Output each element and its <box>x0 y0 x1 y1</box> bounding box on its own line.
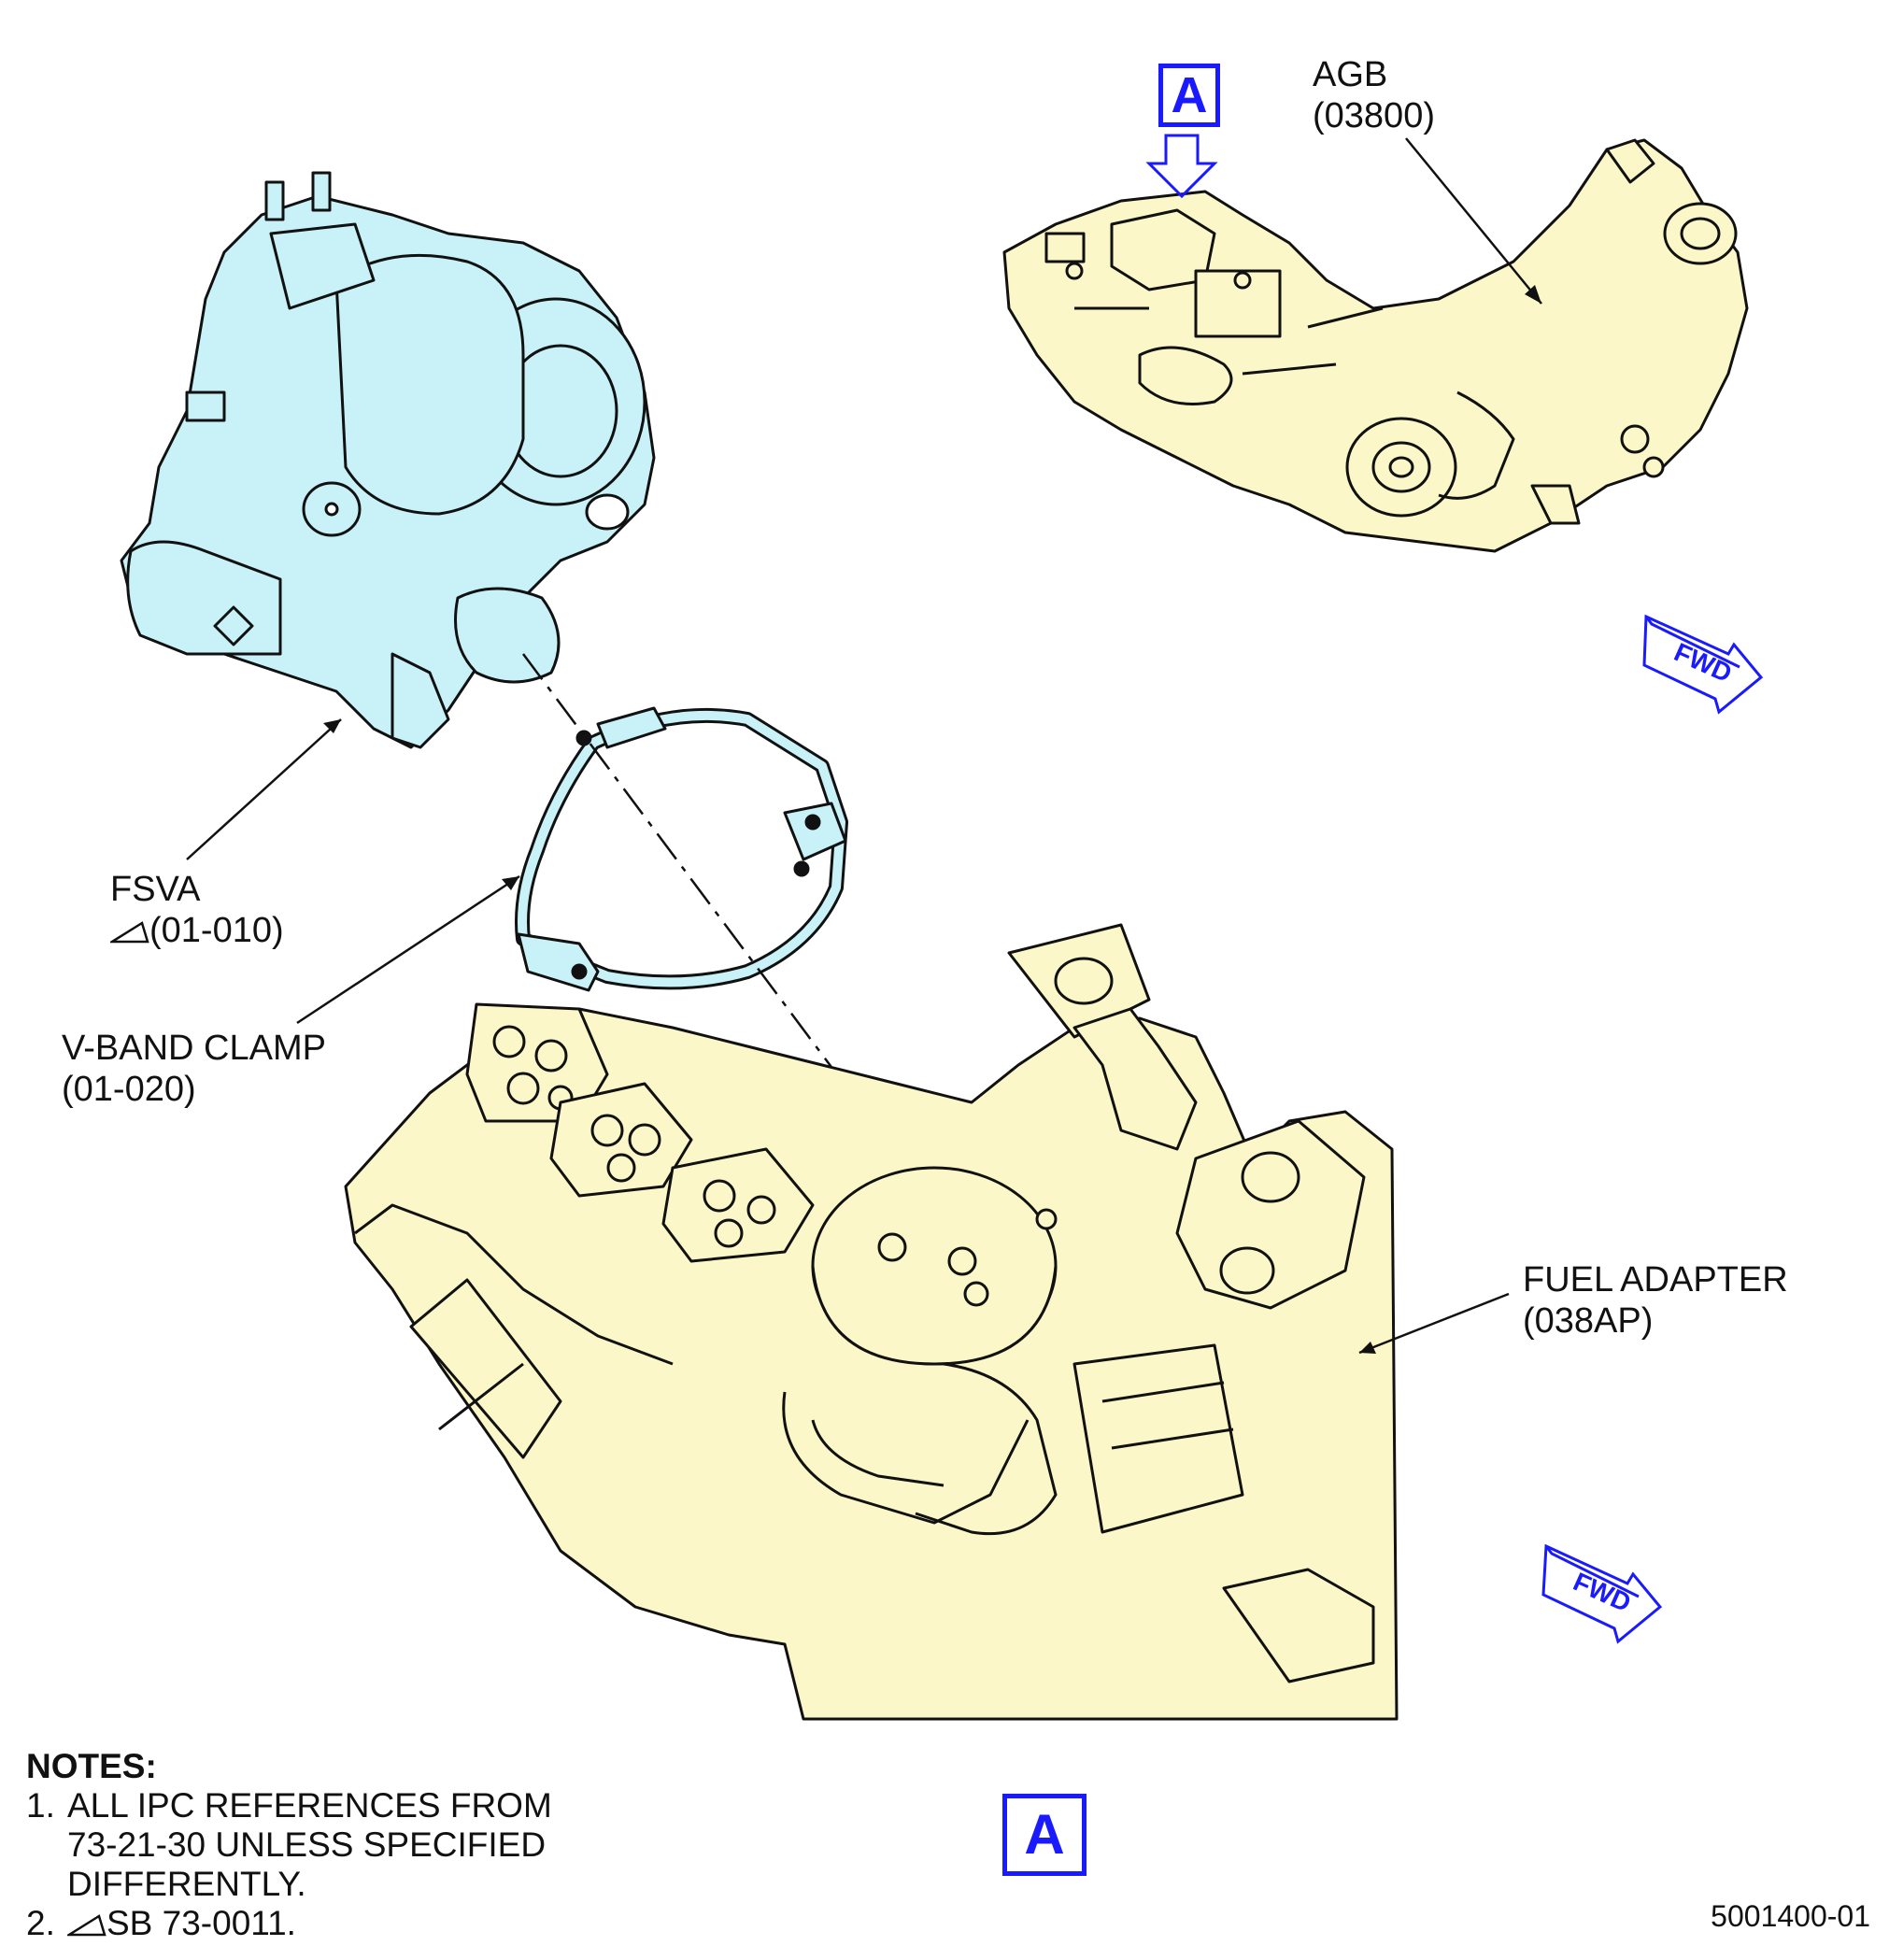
view-a-marker-bottom: A <box>1002 1794 1087 1876</box>
note-2-number: 2. <box>26 1904 55 1942</box>
view-a-marker-top: A <box>1158 64 1220 127</box>
notes-title: NOTES: <box>26 1747 157 1785</box>
notes-block: NOTES: 1. ALL IPC REFERENCES FROM 73-21-… <box>26 1747 552 1943</box>
fuel-adapter-leader-arrowhead <box>1359 1342 1376 1354</box>
fsva-leader-line <box>186 718 342 860</box>
v-band-clamp-drawing <box>515 706 848 992</box>
fuel-adapter-name: FUEL ADAPTER <box>1523 1260 1788 1300</box>
note-1-line-1: ALL IPC REFERENCES FROM <box>67 1786 552 1825</box>
note-1-line-3: DIFFERENTLY. <box>67 1865 306 1903</box>
clamp-ref: (01-020) <box>62 1070 196 1109</box>
fsva-valve-drawing <box>120 171 656 749</box>
note-2-flag-icon <box>67 1914 107 1937</box>
agb-name: AGB <box>1313 55 1388 94</box>
fsva-leader-arrowhead <box>323 719 341 733</box>
clamp-leader-line <box>296 874 520 1025</box>
note-2-text: SB 73-0011. <box>107 1904 296 1942</box>
clamp-label: V-BAND CLAMP (01-020) <box>62 1028 326 1110</box>
view-arrow-down <box>1145 134 1218 199</box>
figure-number: 5001400-01 <box>1711 1899 1870 1933</box>
fsva-label: FSVA (01-010) <box>110 869 284 951</box>
fsva-ref-line: (01-010) <box>110 910 284 951</box>
fsva-ref: (01-010) <box>149 911 284 950</box>
note-2-text-line: SB 73-0011. <box>67 1904 296 1943</box>
fuel-adapter-leader-line <box>1358 1292 1510 1355</box>
note-2-flag-icon <box>110 921 149 944</box>
fuel-adapter-housing-drawing <box>344 923 1399 1721</box>
note-1-text: ALL IPC REFERENCES FROM 73-21-30 UNLESS … <box>67 1786 552 1904</box>
note-1: 1. ALL IPC REFERENCES FROM 73-21-30 UNLE… <box>26 1786 552 1904</box>
agb-ref: (03800) <box>1313 96 1435 135</box>
agb-gearbox-drawing <box>1002 138 1749 553</box>
agb-leader-arrowhead <box>1525 285 1541 304</box>
note-2: 2. SB 73-0011. <box>26 1904 552 1943</box>
clamp-name: V-BAND CLAMP <box>62 1029 326 1068</box>
fuel-adapter-label: FUEL ADAPTER (038AP) <box>1523 1259 1788 1342</box>
agb-leader-line <box>1405 137 1542 305</box>
fsva-name: FSVA <box>110 870 201 909</box>
fuel-adapter-ref: (038AP) <box>1523 1301 1654 1341</box>
note-1-line-2: 73-21-30 UNLESS SPECIFIED <box>67 1825 547 1864</box>
agb-label: AGB (03800) <box>1313 54 1435 136</box>
fwd-arrow-icon <box>1642 614 1764 715</box>
fwd-arrow-icon-bottom <box>1541 1543 1663 1644</box>
note-1-number: 1. <box>26 1786 55 1825</box>
clamp-leader-arrowhead <box>502 876 519 890</box>
